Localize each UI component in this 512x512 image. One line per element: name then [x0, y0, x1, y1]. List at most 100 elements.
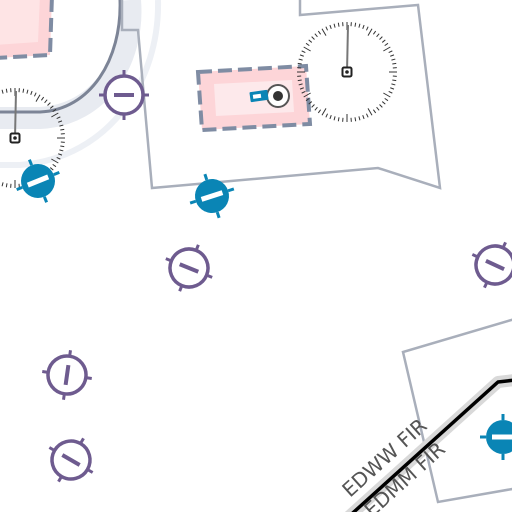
vor-purple-icon[interactable] [154, 233, 224, 303]
compass-rose-tick [314, 33, 318, 38]
compass-rose-tick [383, 46, 391, 52]
compass-rose-tick [44, 99, 48, 104]
compass-rose-tick [60, 145, 65, 148]
compass-rose-tick [51, 112, 59, 118]
compass-rose-tick [1, 182, 4, 187]
compass-rose-tick [354, 117, 357, 122]
airport-symbol[interactable] [266, 84, 290, 108]
compass-rose-tick [325, 26, 329, 31]
compass-rose-tick [305, 97, 310, 102]
compass-rose-tick [391, 83, 396, 86]
compass-rose-tick [321, 108, 327, 116]
runway-icon-inner [252, 93, 262, 99]
compass-rose-tick [384, 97, 389, 102]
compass-rose-tick [297, 62, 302, 65]
compass-rose-tick [381, 101, 386, 105]
compass-rose-tick [297, 79, 302, 82]
compass-rose-tick [311, 36, 315, 40]
compass-rose-tick [317, 109, 322, 114]
compass-rose-tick [388, 50, 393, 54]
compass-rose-tick [329, 115, 332, 120]
compass-rose-tick [317, 30, 322, 35]
compass-rose-tick [358, 116, 361, 121]
compass-rose-tick [47, 102, 51, 106]
compass-rose-tick [329, 24, 332, 29]
compass-rose-tick [301, 90, 306, 94]
compass-rose-tick [35, 94, 41, 102]
compass-rose-tick [56, 116, 61, 120]
compass-rose-tick [381, 39, 386, 43]
compass-rose-tick [333, 23, 336, 28]
compass-rose-tick [299, 54, 304, 57]
compass-rose-tick [384, 42, 389, 47]
compass-rose-tick [298, 58, 303, 61]
compass-rose-tick [372, 30, 377, 35]
compass-rose-tick [58, 153, 63, 156]
compass-rose-tick [303, 46, 311, 52]
compass-rose-tick [26, 89, 29, 94]
compass-rose-tick [59, 149, 64, 152]
compass-rose-tick [30, 90, 33, 95]
compass-rose-tick [5, 88, 8, 93]
compass-rose-tick [33, 92, 37, 97]
compass-rose-tick [299, 87, 304, 90]
compass-rose-tick [390, 54, 395, 57]
compass-rose-tick [314, 106, 318, 111]
compass-rose-tick [391, 58, 396, 61]
compass-rose-tick [365, 26, 369, 31]
compass-rose-tick [337, 22, 340, 27]
compass-rose-tick [379, 36, 383, 40]
compass-rose-tick [379, 104, 383, 108]
compass-rose-tick [358, 23, 361, 28]
compass-rose-tick [298, 83, 303, 86]
compass-rose-tick [49, 105, 54, 109]
compass-rose-tick [49, 167, 54, 171]
compass-rose-tick [362, 24, 365, 29]
compass-rose-tick [372, 109, 377, 114]
airspace-boundary-southeast[interactable] [401, 318, 512, 504]
compass-rose-north-line [14, 90, 17, 139]
compass-rose-tick [52, 108, 57, 113]
compass-rose-tick [51, 158, 59, 164]
compass-rose-tick [303, 92, 311, 98]
compass-rose-tick [58, 120, 63, 123]
airspace-boundary-central[interactable] [120, 0, 442, 190]
vor-purple-icon[interactable] [37, 345, 97, 405]
compass-rose-center-dot [345, 70, 349, 74]
compass-rose-tick [354, 22, 357, 27]
compass-rose-tick [311, 104, 315, 108]
compass-rose-tick [365, 113, 369, 118]
vor-teal-icon[interactable] [181, 165, 243, 227]
compass-rose-tick [308, 39, 313, 43]
compass-rose-tick [362, 115, 365, 120]
compass-rose-tick [376, 33, 380, 38]
fir-boundary-line[interactable] [344, 374, 512, 512]
restricted-area-nw[interactable] [0, 0, 54, 60]
compass-rose-tick [305, 42, 310, 47]
compass-rose-icon [297, 22, 397, 122]
compass-rose-tick [308, 101, 313, 105]
compass-rose-tick [376, 106, 380, 111]
vor-purple-icon[interactable] [35, 424, 107, 496]
compass-rose-tick [60, 128, 65, 131]
compass-rose-tick [390, 87, 395, 90]
compass-rose-tick [59, 124, 64, 127]
compass-rose-tick [52, 163, 57, 168]
compass-rose-tick [301, 50, 306, 54]
compass-rose-tick [1, 89, 4, 94]
compass-rose-tick [325, 113, 329, 118]
compass-rose-tick [367, 28, 373, 36]
compass-rose-tick [367, 108, 373, 116]
compass-rose-tick [40, 96, 45, 101]
vor-purple-icon[interactable] [460, 230, 512, 300]
vor-teal-icon[interactable] [478, 412, 512, 462]
compass-rose-tick [321, 28, 327, 36]
compass-rose-tick [383, 92, 391, 98]
compass-rose-tick [5, 183, 8, 188]
compass-rose-center-dot [13, 136, 17, 140]
compass-rose-tick [22, 88, 25, 93]
compass-rose-tick [388, 90, 393, 94]
compass-rose-tick [56, 156, 61, 160]
compass-rose-tick [392, 62, 397, 65]
